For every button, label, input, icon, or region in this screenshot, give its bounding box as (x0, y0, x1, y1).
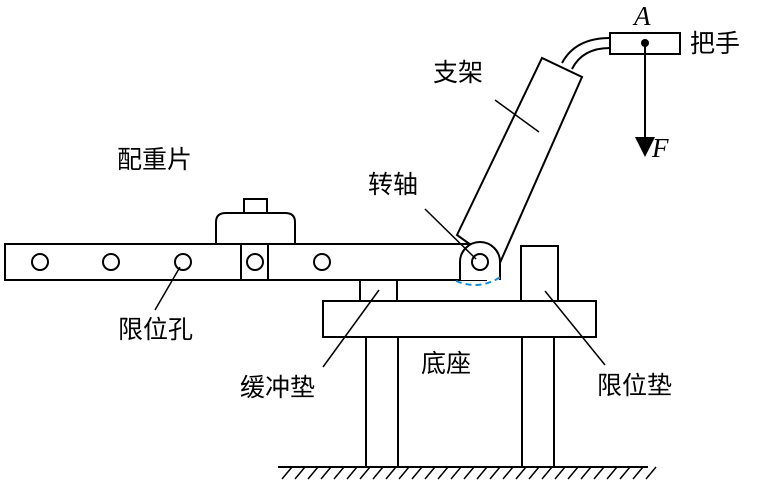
ground-hatch-line (489, 466, 501, 480)
counterweight-label: 配重片 (117, 145, 193, 174)
ground-hatch-line (437, 466, 449, 480)
ground-hatch-line (320, 466, 332, 480)
base-label: 底座 (421, 349, 472, 378)
ground-hatch-line (632, 466, 644, 480)
ground-hatch-line (307, 466, 319, 480)
counterweight (215, 198, 296, 281)
leader-buffer-pad (322, 289, 380, 368)
buffer-pad-label: 缓冲垫 (240, 373, 316, 402)
ground-hatch-line (398, 466, 410, 480)
ground-hatch-line (528, 466, 540, 480)
ground-hatch-line (476, 466, 488, 480)
base-leg-right (521, 336, 555, 468)
limit-pad-label: 限位垫 (597, 371, 673, 400)
ground-hatch-line (580, 466, 592, 480)
ground-hatch-line (294, 466, 306, 480)
base-leg-left (365, 336, 399, 468)
leader-limit-pad (544, 290, 606, 366)
bracket-arm (455, 56, 584, 267)
base-plate (322, 300, 597, 338)
ground-hatch-line (554, 466, 566, 480)
limit-hole (313, 253, 331, 271)
limit-hole (102, 253, 120, 271)
limit-holes (31, 253, 331, 271)
limit-hole (174, 253, 192, 271)
ground-hatch-line (424, 466, 436, 480)
handle-label: 把手 (690, 29, 741, 58)
ground-hatch-line (372, 466, 384, 480)
ground-hatch-line (333, 466, 345, 480)
limit-pad (520, 245, 559, 302)
limit-hole (31, 253, 49, 271)
ground-hatch-line (541, 466, 553, 480)
ground-hatch-line (346, 466, 358, 480)
ground-hatch-line (619, 466, 631, 480)
handle-tube (561, 37, 611, 64)
force-label: F (652, 133, 669, 163)
ground-hatch-line (502, 466, 514, 480)
point-a-label: A (634, 1, 651, 31)
ground-hatch-line (385, 466, 397, 480)
ground-hatch-line (463, 466, 475, 480)
ground-hatch-line (281, 466, 293, 480)
bracket-label: 支架 (433, 58, 484, 87)
ground-hatch-line (593, 466, 605, 480)
ground-hatch-line (606, 466, 618, 480)
ground-hatch-line (645, 466, 657, 480)
leader-bracket (494, 99, 540, 133)
pivot-label: 转轴 (368, 170, 419, 199)
limit-hole-label: 限位孔 (118, 315, 194, 344)
ground-hatch-line (411, 466, 423, 480)
ground-hatch-line (567, 466, 579, 480)
ground-hatch-line (359, 466, 371, 480)
leader-limit-hole (154, 266, 181, 311)
handle-tube-inner (571, 47, 611, 70)
ground (278, 466, 657, 480)
ground-hatch-line (515, 466, 527, 480)
dashed-arc (455, 275, 503, 286)
ground-hatch-line (450, 466, 462, 480)
leader-pivot (424, 208, 477, 260)
